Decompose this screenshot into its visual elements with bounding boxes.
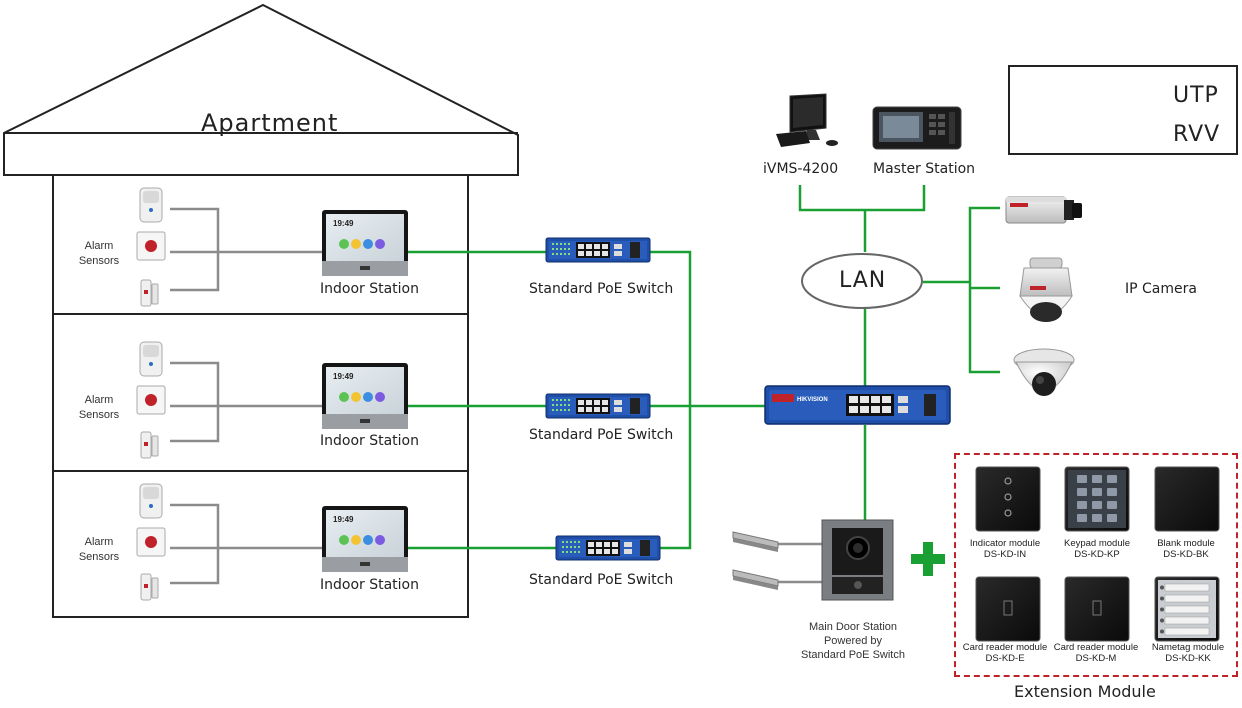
alarm-sensors xyxy=(136,187,166,601)
ip-camera-label: IP Camera xyxy=(1125,281,1197,297)
magnetic-lock-icon xyxy=(732,531,779,552)
poe-switches xyxy=(545,237,661,561)
poe-switch-label: Standard PoE Switch xyxy=(529,572,674,588)
indoor-stations: 19:49 19:49 19:49 xyxy=(322,210,408,572)
door-contact-icon xyxy=(140,573,159,601)
box-camera-icon xyxy=(1005,196,1082,224)
extension-module-icon xyxy=(1064,466,1130,532)
indoor-station-label: Indoor Station xyxy=(320,281,419,297)
indoor-station-icon: 19:49 xyxy=(322,210,408,276)
ivms-label: iVMS-4200 xyxy=(763,161,839,177)
legend-utp-label: UTP xyxy=(1173,83,1219,108)
speed-dome-camera-icon xyxy=(1019,257,1073,322)
poe-switch-icon xyxy=(545,393,651,419)
indoor-station-icon: 19:49 xyxy=(322,363,408,429)
panic-button-icon xyxy=(136,231,166,261)
extension-module-icon xyxy=(975,466,1041,532)
module-name: Keypad module xyxy=(1063,538,1131,549)
poe-switch-label: Standard PoE Switch xyxy=(529,427,674,443)
module-name: Nametag module xyxy=(1151,642,1225,653)
rvv-wiring xyxy=(170,207,822,585)
module-model: DS-KD-IN xyxy=(983,549,1027,560)
plus-icon xyxy=(911,542,945,576)
alarm-sensors-label: Alarm Sensors xyxy=(78,394,120,421)
poe-switch-label: Standard PoE Switch xyxy=(529,281,674,297)
pir-detector-icon xyxy=(139,187,163,223)
extension-module-icon xyxy=(1154,576,1220,642)
master-station-icon xyxy=(872,106,962,150)
indoor-station-icon: 19:49 xyxy=(322,506,408,572)
legend xyxy=(1008,65,1238,155)
magnetic-lock-icon xyxy=(732,569,779,590)
poe-switch-icon xyxy=(545,237,651,263)
lan-label: LAN xyxy=(839,268,887,293)
brand-logo xyxy=(772,394,794,402)
door-station-label-line: Powered by xyxy=(823,635,883,647)
screen-clock: 19:49 xyxy=(333,515,354,524)
indoor-station-label: Indoor Station xyxy=(320,433,419,449)
door-contact-icon xyxy=(140,279,159,307)
dome-camera-icon xyxy=(1013,348,1075,396)
core-switch: HIKVISION xyxy=(764,385,951,425)
module-name: Indicator module xyxy=(969,538,1041,549)
extension-module-icon xyxy=(1064,576,1130,642)
module-model: DS-KD-KP xyxy=(1074,549,1120,560)
module-model: DS-KD-M xyxy=(1075,653,1117,664)
pir-detector-icon xyxy=(139,341,163,377)
module-model: DS-KD-BK xyxy=(1163,549,1209,560)
utp-wiring xyxy=(408,185,1000,550)
extension-module-icon xyxy=(975,576,1041,642)
building-title: Apartment xyxy=(201,109,339,137)
apartment-building xyxy=(3,3,519,618)
door-station-label-line: Standard PoE Switch xyxy=(801,649,905,661)
lan-node xyxy=(801,253,923,309)
extension-module-icon xyxy=(1154,466,1220,532)
poe-switch-icon xyxy=(555,535,661,561)
extension-modules xyxy=(975,466,1220,642)
panic-button-icon xyxy=(136,527,166,557)
alarm-sensors-label: Alarm Sensors xyxy=(78,536,120,563)
door-contact-icon xyxy=(140,431,159,459)
screen-clock: 19:49 xyxy=(333,372,354,381)
alarm-sensors-label: Alarm Sensors xyxy=(78,240,120,267)
main-door-station-icon xyxy=(821,519,894,601)
panic-button-icon xyxy=(136,385,166,415)
core-switch-ports xyxy=(849,396,891,413)
door-station-label-line: Main Door Station xyxy=(808,621,898,633)
module-model: DS-KD-KK xyxy=(1165,653,1211,664)
module-name: Blank module xyxy=(1157,538,1215,549)
module-name: Card reader module xyxy=(962,642,1048,653)
master-station-label: Master Station xyxy=(873,161,976,177)
legend-rvv-label: RVV xyxy=(1173,122,1221,147)
extension-module-title: Extension Module xyxy=(1014,682,1156,701)
indoor-station-label: Indoor Station xyxy=(320,577,419,593)
module-name: Card reader module xyxy=(1053,642,1139,653)
pc-icon xyxy=(776,93,838,147)
pir-detector-icon xyxy=(139,483,163,519)
extension-module-frame xyxy=(954,453,1238,677)
screen-clock: 19:49 xyxy=(333,219,354,228)
module-model: DS-KD-E xyxy=(985,653,1025,664)
brand-text: HIKVISION xyxy=(797,397,828,403)
roof xyxy=(3,3,519,176)
